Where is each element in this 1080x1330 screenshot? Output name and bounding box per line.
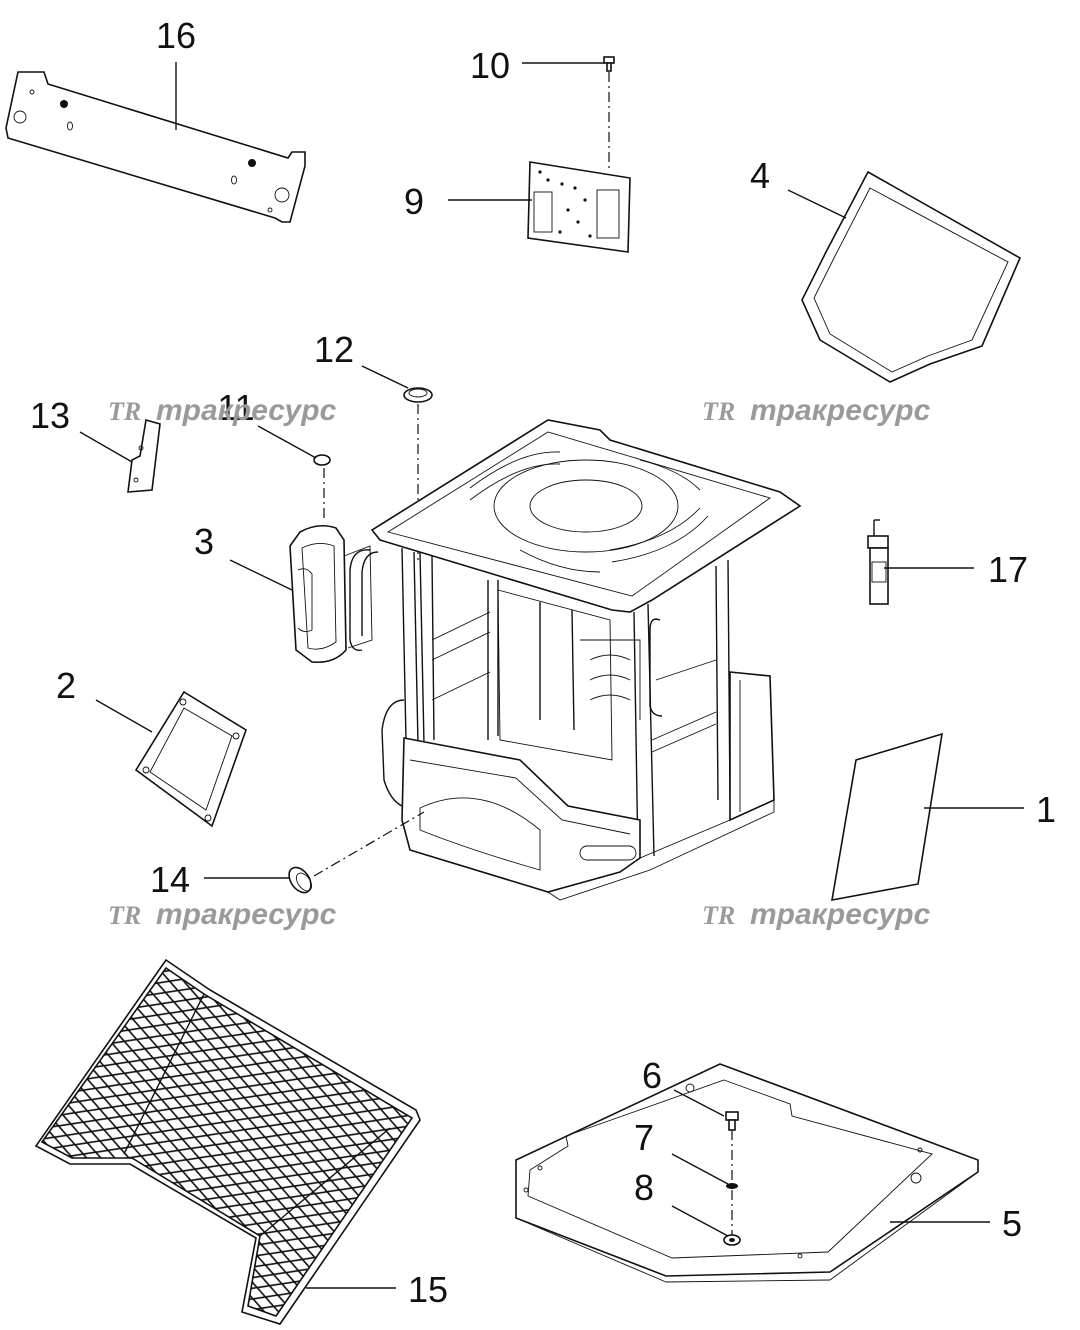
watermark-top-right: TR тракресурс [702,394,931,427]
watermark-logo-icon: TR [108,397,141,426]
cab-frame [349,419,802,901]
part-11-plug [313,454,331,466]
part-4-window-seal [801,170,1022,383]
part-9-circuit-board [527,161,631,253]
callout-3: 3 [194,521,214,562]
part-1-glass-panel [831,732,943,901]
callout-11: 11 [217,387,254,428]
callout-7: 7 [634,1117,654,1158]
part-12-round-cap [403,387,433,403]
callout-14: 14 [150,859,190,900]
axis-14 [313,811,425,877]
callout-2: 2 [56,665,76,706]
callout-13: 13 [30,395,70,436]
part-3-mirror-housing [289,524,373,664]
callout-16: 16 [156,15,196,56]
part-17-gas-strut [867,519,889,605]
callout-10: 10 [470,45,510,86]
callout-4: 4 [750,155,770,196]
callout-labels: 16 10 9 4 12 11 13 3 17 2 1 14 6 7 8 5 1… [30,15,1056,1310]
callout-15: 15 [408,1269,448,1310]
watermark-logo-icon: TR [108,901,141,930]
part-16-bracket-plate [5,71,306,223]
part-13-small-bracket [127,418,161,493]
part-8-nut [723,1234,741,1246]
callout-17: 17 [988,549,1028,590]
callout-9: 9 [404,181,424,222]
part-7-washer [726,1183,738,1189]
watermark-text: тракресурс [750,394,931,427]
callout-5: 5 [1002,1203,1022,1244]
watermark-logo-icon: TR [702,397,735,426]
part-15-floor-mat [34,958,421,1325]
watermark-text: тракресурс [750,898,931,931]
part-14-grommet [288,866,313,894]
part-10-screw [603,56,615,72]
watermark-top-left: TR тракресурс [108,394,337,427]
watermark-logo-icon: TR [702,901,735,930]
callout-12: 12 [314,329,354,370]
callout-6: 6 [642,1055,662,1096]
callout-8: 8 [634,1167,654,1208]
watermark-bottom-left: TR тракресурс [108,898,337,931]
part-2-gasket-plate [134,690,247,828]
watermark-text: тракресурс [156,898,337,931]
part-5-floor-plate [515,1063,979,1283]
leader-lines [79,62,1024,1289]
watermark-text: тракресурс [156,394,337,427]
watermark-bottom-right: TR тракресурс [702,898,931,931]
callout-1: 1 [1036,789,1056,830]
